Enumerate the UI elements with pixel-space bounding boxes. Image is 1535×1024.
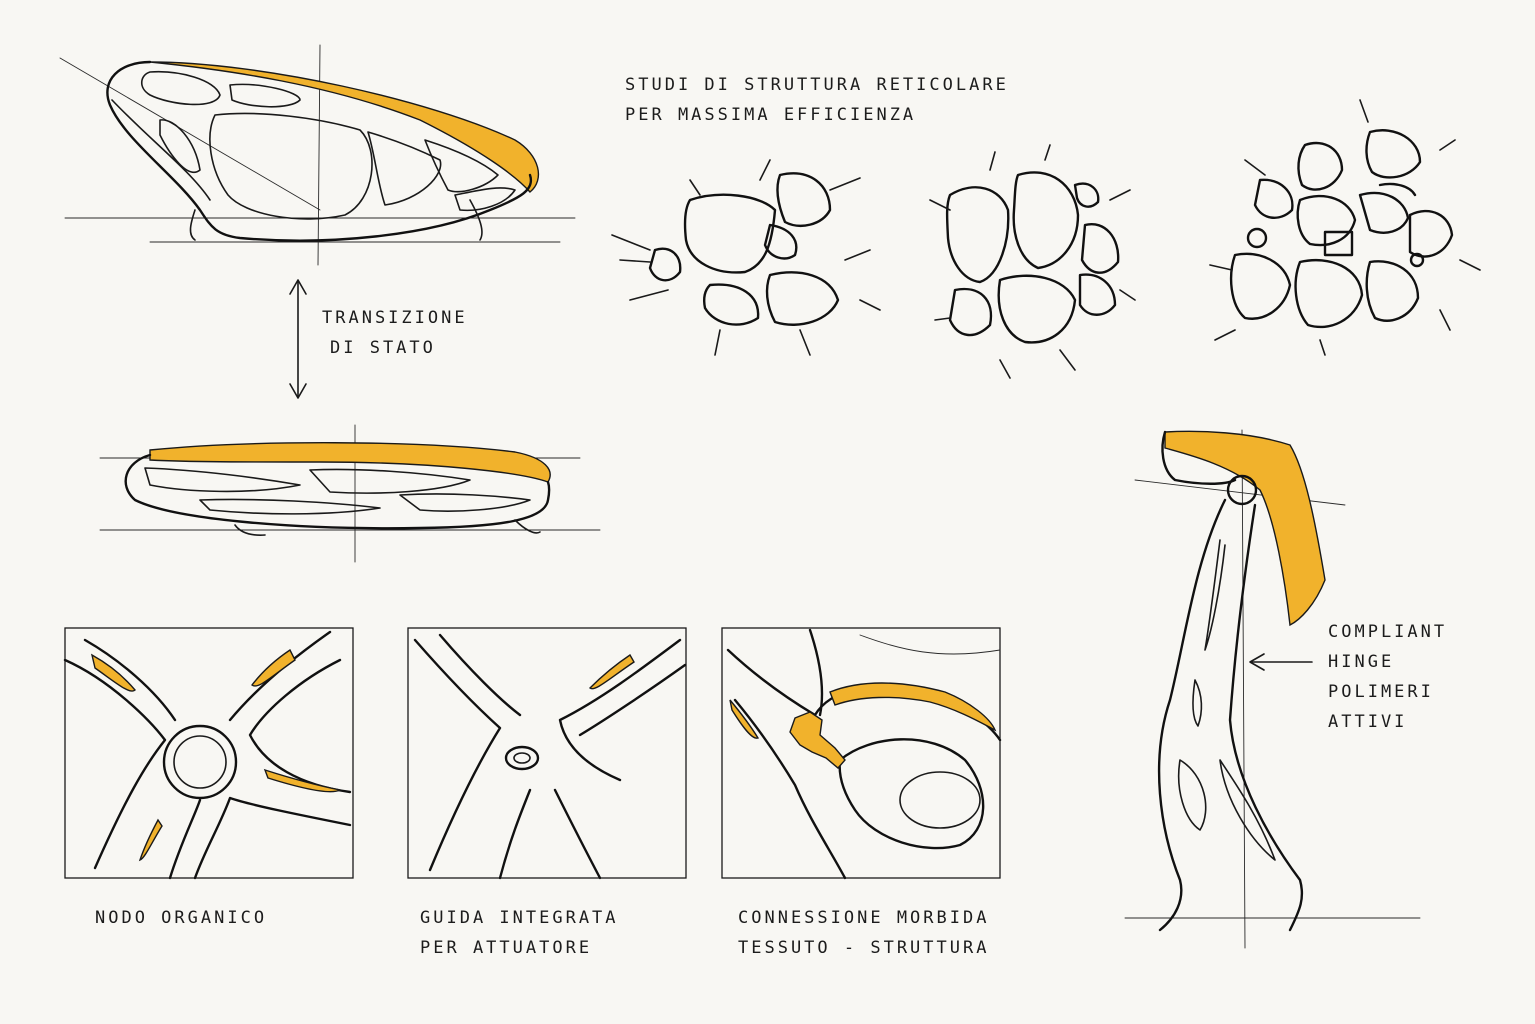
closed-state-sketch xyxy=(99,424,601,563)
caption-guide-line1: Guida integrata xyxy=(420,908,619,928)
detail-box-guide xyxy=(407,627,687,880)
hinge-label: Compliant hinge Polimeri attivi xyxy=(1328,617,1447,737)
caption-node-line1: Nodo organico xyxy=(95,908,268,928)
transition-label: Transizione di stato xyxy=(322,303,468,363)
transition-line2: di stato xyxy=(330,338,436,358)
caption-connection-line1: Connessione morbida xyxy=(738,908,990,928)
transition-arrow xyxy=(289,279,307,399)
lattice-study-title: Studi di struttura reticolare per massim… xyxy=(625,70,1009,130)
hinge-line2: hinge xyxy=(1328,652,1395,672)
hinge-line4: attivi xyxy=(1328,712,1408,732)
lattice-study-1 xyxy=(611,159,881,356)
standing-hinge-sketch xyxy=(1124,429,1421,949)
detail-box-connection xyxy=(721,627,1002,880)
open-state-sketch xyxy=(59,44,576,266)
caption-guide: Guida integrata per attuatore xyxy=(420,903,619,963)
caption-connection-line2: tessuto - struttura xyxy=(738,938,990,958)
caption-node: Nodo organico xyxy=(95,903,267,933)
lattice-title-line1: Studi di struttura reticolare xyxy=(625,75,1009,95)
lattice-title-line2: per massima efficienza xyxy=(625,105,917,125)
transition-line1: Transizione xyxy=(322,308,468,328)
lattice-study-3 xyxy=(1209,99,1481,356)
caption-connection: Connessione morbida tessuto - struttura xyxy=(738,903,989,963)
lattice-study-2 xyxy=(929,144,1136,379)
detail-box-node xyxy=(63,627,354,880)
hinge-line3: Polimeri xyxy=(1328,682,1434,702)
hinge-line1: Compliant xyxy=(1328,622,1448,642)
caption-guide-line2: per attuatore xyxy=(420,938,593,958)
